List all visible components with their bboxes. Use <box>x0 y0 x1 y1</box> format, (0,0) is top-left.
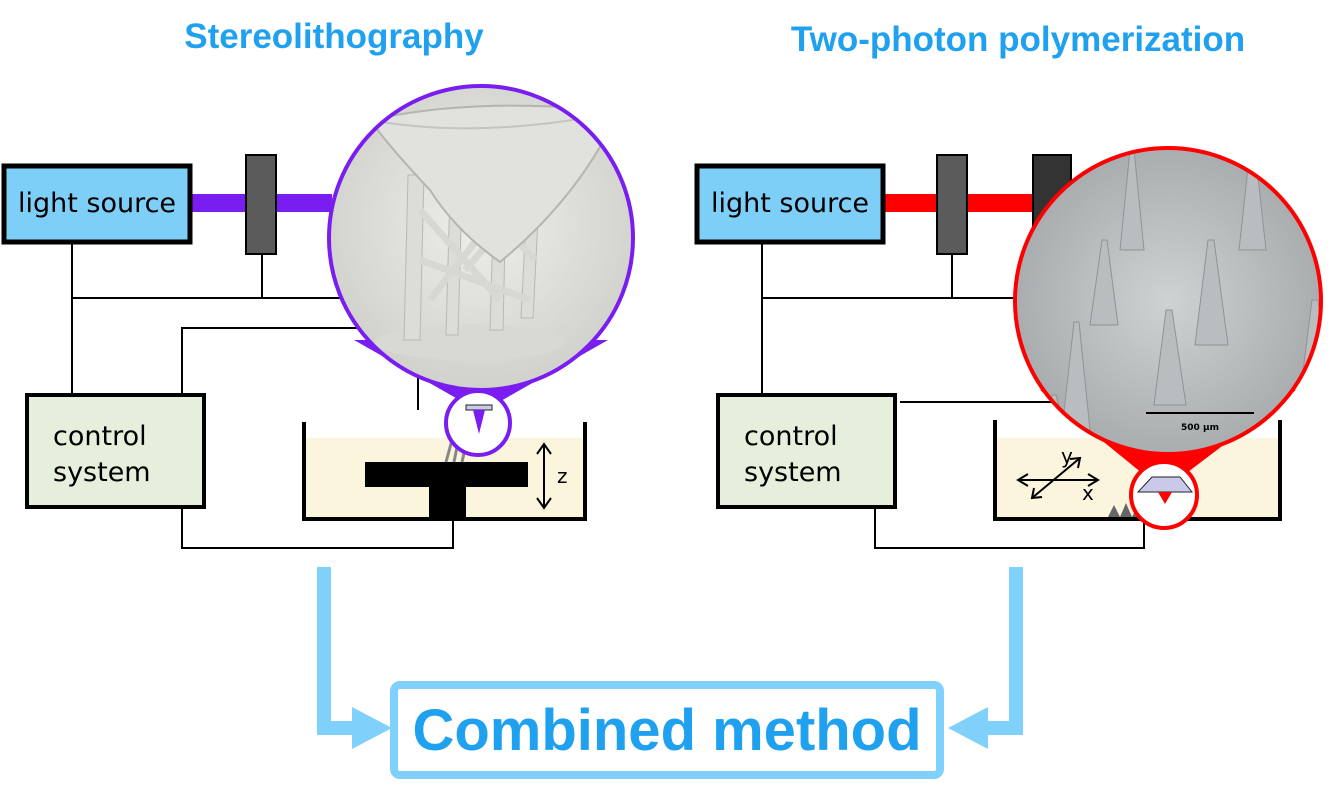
right-wiring <box>761 244 1145 549</box>
left-control-system-box <box>25 393 206 509</box>
microneedle-sem-image: 500 µm <box>1013 146 1323 456</box>
left-control-label-line2: system <box>53 457 151 488</box>
left-light-source-label: light source <box>18 188 176 219</box>
right-arrowhead <box>948 707 988 749</box>
title-stereolithography: Stereolithography <box>184 17 484 56</box>
left-vat <box>302 422 587 521</box>
right-control-label-line2: system <box>744 457 842 488</box>
right-light-source-box <box>694 163 886 245</box>
left-arrowhead <box>352 707 392 749</box>
title-two-photon-polymerization: Two-photon polymerization <box>791 20 1245 59</box>
y-axis-label: y <box>1061 444 1073 468</box>
right-filter <box>936 154 968 255</box>
z-axis-label: z <box>557 464 568 488</box>
xy-axes-arrows <box>1016 456 1100 500</box>
stereolithography-setup: light source control system z <box>1 84 635 549</box>
two-photon-setup: light source control system x y <box>694 146 1323 549</box>
right-control-label-line1: control <box>744 421 838 452</box>
left-light-source-box <box>1 163 193 245</box>
left-filter <box>245 154 277 255</box>
right-combine-arrow <box>982 567 1023 735</box>
combined-method-box <box>390 681 944 779</box>
scale-bar-label: 500 µm <box>1181 423 1219 433</box>
printed-structure-photo <box>327 84 635 392</box>
combined-method-label: Combined method <box>412 698 921 763</box>
left-combine-arrow <box>317 567 358 735</box>
left-control-label-line1: control <box>53 421 147 452</box>
left-build-platform <box>365 462 528 518</box>
right-control-system-box <box>716 393 897 509</box>
z-axis-arrow <box>536 442 552 510</box>
combine-arrows <box>317 567 1023 735</box>
right-light-source-label: light source <box>711 188 869 219</box>
right-vat <box>993 420 1282 521</box>
x-axis-label: x <box>1082 481 1094 505</box>
